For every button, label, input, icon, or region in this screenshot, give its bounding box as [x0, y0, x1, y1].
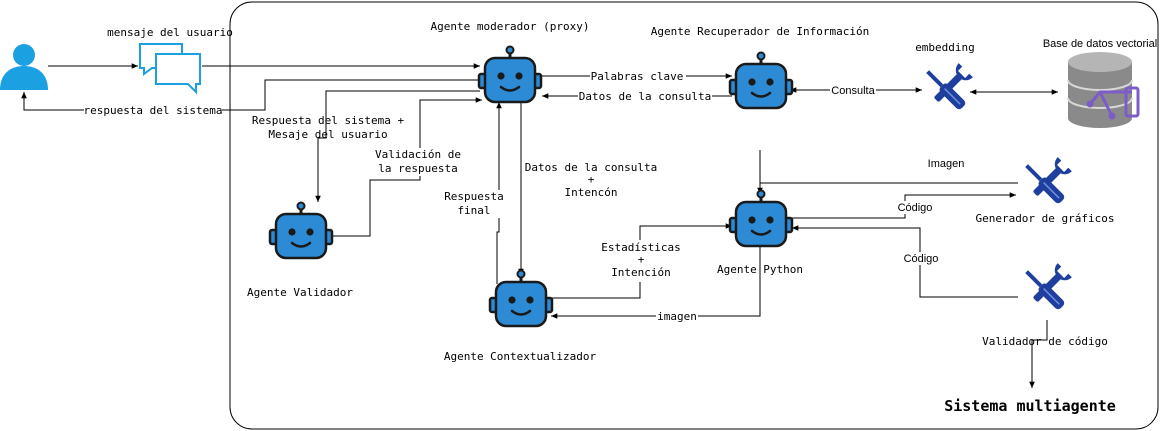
wrench-screwdriver-icon: [1021, 262, 1073, 312]
label-image-upper: Imagen: [928, 158, 965, 170]
contextualizer-node: Agente Contextualizador: [444, 269, 597, 363]
label-stats-2: +: [638, 253, 645, 266]
validator-label: Agente Validador: [247, 286, 353, 299]
label-image-lower: imagen: [657, 310, 697, 323]
robot-icon: [728, 189, 794, 248]
label-stats-3: Intención: [611, 266, 671, 279]
label-final-2: final: [457, 204, 490, 217]
label-validation-1: Validación de: [375, 148, 461, 161]
vectordb-node: Base de datos vectorial: [1043, 38, 1157, 128]
label-data-intent-2: +: [588, 173, 595, 186]
edge-final-response: [496, 102, 502, 284]
retriever-label: Agente Recuperador de Información: [651, 25, 870, 38]
python-label: Agente Python: [717, 263, 803, 276]
label-keywords: Palabras clave: [591, 70, 684, 83]
user-icon: [0, 44, 48, 90]
edge-moderator-to-user: [21, 79, 480, 111]
validator-node: Agente Validador: [247, 201, 353, 299]
chat-label: mensaje del usuario: [107, 26, 233, 39]
python-node: Agente Python: [717, 189, 803, 276]
robot-icon: [488, 269, 554, 328]
label-query-data: Datos de la consulta: [579, 90, 711, 103]
edge-image-lower: [551, 244, 761, 319]
label-code-1: Código: [898, 202, 933, 214]
code-validator-node: Validador de código: [982, 262, 1108, 348]
edge-labels: respuesta del sistema Palabras clave Dat…: [83, 70, 968, 323]
user-node: [0, 44, 48, 90]
edge-code-validator-out: [1029, 320, 1048, 388]
label-stats-1: Estadísticas: [601, 241, 680, 254]
system-boundary: [229, 1, 1159, 430]
label-validation-2: la respuesta: [378, 162, 457, 175]
chat-bubbles-icon: [139, 43, 201, 95]
code-validator-label: Validador de código: [982, 335, 1108, 348]
vectordb-label: Base de datos vectorial: [1043, 38, 1157, 50]
edge-validator-to-moderator: [332, 97, 482, 237]
embedding-label: embedding: [915, 41, 975, 54]
label-data-intent-3: Intencón: [565, 186, 618, 199]
label-query: Consulta: [831, 85, 875, 97]
label-system-response: respuesta del sistema: [83, 104, 222, 117]
wrench-screwdriver-icon: [1021, 156, 1073, 206]
embedding-node: embedding: [915, 41, 975, 112]
label-data-intent-1: Datos de la consulta: [525, 161, 657, 174]
robot-icon: [268, 201, 334, 260]
moderator-label: Agente moderador (proxy): [431, 20, 590, 33]
robot-icon: [477, 45, 543, 104]
robot-icon: [728, 51, 794, 110]
label-response-message-2: Mesaje del usuario: [268, 128, 387, 141]
contextualizer-label: Agente Contextualizador: [444, 350, 597, 363]
chart-gen-node: Generador de gráficos: [975, 156, 1115, 225]
system-title: Sistema multiagente: [944, 397, 1116, 415]
moderator-node: Agente moderador (proxy): [431, 20, 590, 104]
wrench-screwdriver-icon: [922, 62, 974, 112]
chart-gen-label: Generador de gráficos: [975, 212, 1114, 225]
database-icon: [1067, 52, 1140, 128]
retriever-node: Agente Recuperador de Información: [651, 25, 870, 110]
chat-node: mensaje del usuario: [107, 26, 233, 95]
edge-moderator-to-validator: [315, 90, 480, 202]
label-code-2: Código: [904, 253, 939, 265]
label-response-message-1: Respuesta del sistema +: [252, 114, 405, 127]
label-final-1: Respuesta: [444, 190, 504, 203]
edge-image-upper: [757, 150, 1018, 194]
